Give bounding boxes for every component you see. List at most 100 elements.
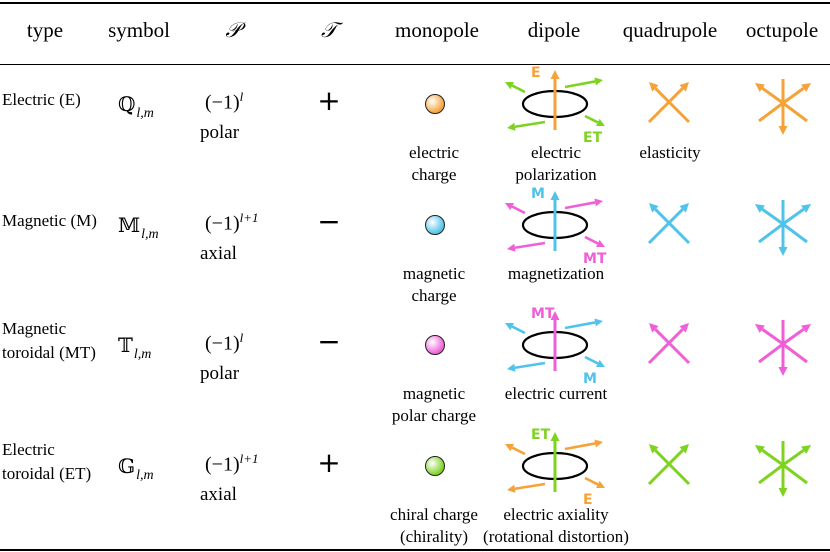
octupole-arrow <box>761 208 784 226</box>
circulation-arrow-head <box>594 77 603 86</box>
header-time-reversal: 𝒯 <box>320 18 338 42</box>
circulation-arrow <box>564 321 596 330</box>
row-symbol: 𝕋l,m <box>118 333 151 362</box>
octupole-arrow-head <box>778 247 788 256</box>
monopole-sphere <box>425 335 445 355</box>
header-type: type <box>26 18 64 42</box>
dipole-caption-line: electric axiality <box>503 505 609 524</box>
circulation-arrow-head <box>596 118 605 126</box>
top-rule <box>0 2 830 4</box>
parity-base: (−1) <box>205 91 240 114</box>
dipole-caption-line: magnetization <box>507 264 605 283</box>
row-parity: (−1)l+1 <box>205 451 259 477</box>
dipole-arrow-head <box>550 70 560 79</box>
monopole-caption-line: charge <box>411 286 457 305</box>
octupole-stem <box>758 101 784 123</box>
circulation-arrow-head <box>507 484 516 493</box>
monopole-sphere <box>425 94 445 114</box>
octupole-arrow-head <box>755 83 765 92</box>
header-symbol: symbol <box>108 18 170 42</box>
octupole-arrow-head <box>801 83 811 92</box>
dipole-arrow-label: E <box>531 65 541 81</box>
row-parity-kind: axial <box>200 484 237 505</box>
dipole-caption: magnetization <box>508 263 604 285</box>
symbol-subscript: l,m <box>136 468 154 483</box>
symbol-letter: 𝕋 <box>118 333 133 357</box>
row-parity-kind: axial <box>200 243 237 264</box>
symbol-letter: 𝔾 <box>118 454 136 478</box>
quadrupole-caption: elasticity <box>639 143 701 162</box>
dipole-caption-line: polarization <box>515 165 597 184</box>
dipole-arrow-head <box>550 191 560 200</box>
row-parity-kind: polar <box>200 122 240 143</box>
monopole-sphere <box>425 215 445 235</box>
monopole-caption-line: magnetic <box>402 264 466 283</box>
header-monopole: monopole <box>395 18 479 42</box>
octupole-arrow-head <box>778 488 788 497</box>
parity-exponent: l+1 <box>239 451 259 466</box>
circulation-arrow <box>514 361 546 370</box>
octupole-arrow-head <box>801 445 811 454</box>
circulation-arrow <box>564 442 596 451</box>
octupole-icon <box>755 200 811 256</box>
dipole-arrow-head <box>550 311 560 320</box>
dipole-caption-line: (rotational distortion) <box>483 527 629 546</box>
quadrupole-arrow <box>647 449 684 486</box>
parity-exponent: l+1 <box>239 210 259 225</box>
circulation-arrow <box>511 325 526 335</box>
circulation-arrow <box>564 201 596 210</box>
dipole-caption-line: electric current <box>504 384 608 403</box>
symbol-letter: ℚ <box>118 92 136 116</box>
circulation-arrow-head <box>594 439 603 448</box>
octupole-arrow <box>761 328 784 346</box>
octupole-arrow-head <box>778 126 788 135</box>
quadrupole-arrow <box>647 87 684 124</box>
quadrupole-arrow <box>654 208 691 245</box>
circulation-arrow <box>584 114 599 124</box>
quadrupole-icon <box>647 203 691 245</box>
circulation-arrow-head <box>505 323 514 331</box>
monopole-sphere <box>425 456 445 476</box>
dipole-arrow-head <box>550 432 560 441</box>
dipole-circulation-label: M <box>583 371 597 387</box>
dipole-circulation-label: MT <box>583 251 607 267</box>
circulation-arrow-head <box>507 122 516 131</box>
dipole-caption: electric current <box>505 383 607 405</box>
dipole-circulation-label: ET <box>583 130 603 146</box>
circulation-arrow <box>514 120 546 129</box>
row-symbol: ℚl,m <box>118 92 154 121</box>
dipole-arrow-label: MT <box>531 306 555 322</box>
parity-base: (−1) <box>205 212 240 235</box>
octupole-arrow <box>782 449 805 467</box>
circulation-arrow-head <box>505 203 514 211</box>
row-time-sign: − <box>317 205 341 238</box>
quadrupole-arrow <box>647 328 684 365</box>
circulation-arrow-head <box>507 363 516 372</box>
circulation-arrow <box>514 482 546 491</box>
octupole-arrow-head <box>755 204 765 213</box>
row-type-label: Magnetic (M) <box>2 211 97 230</box>
dipole-icon: E ET <box>505 65 605 146</box>
circulation-arrow-head <box>594 318 603 327</box>
circulation-arrow-head <box>505 82 514 90</box>
circulation-arrow <box>564 80 596 89</box>
quadrupole-arrow <box>647 208 684 245</box>
octupole-icon <box>755 79 811 135</box>
row-symbol: 𝕄l,m <box>118 213 159 242</box>
header-parity: 𝒫 <box>225 18 241 42</box>
header-octupole: octupole <box>745 18 819 42</box>
octupole-stem <box>758 463 784 485</box>
circulation-arrow <box>511 84 526 94</box>
octupole-stem <box>782 342 808 364</box>
octupole-icon <box>755 320 811 376</box>
circulation-arrow-head <box>507 243 516 252</box>
quadrupole-arrow <box>654 87 691 124</box>
dipole-caption: electric axiality (rotational distortion) <box>483 504 629 548</box>
monopole-caption: magnetic charge <box>403 263 465 307</box>
parity-base: (−1) <box>205 453 240 476</box>
dipole-icon: MMT <box>505 186 607 267</box>
octupole-arrow-head <box>755 445 765 454</box>
dipole-icon: MT M <box>505 306 605 387</box>
circulation-arrow-head <box>596 239 605 247</box>
